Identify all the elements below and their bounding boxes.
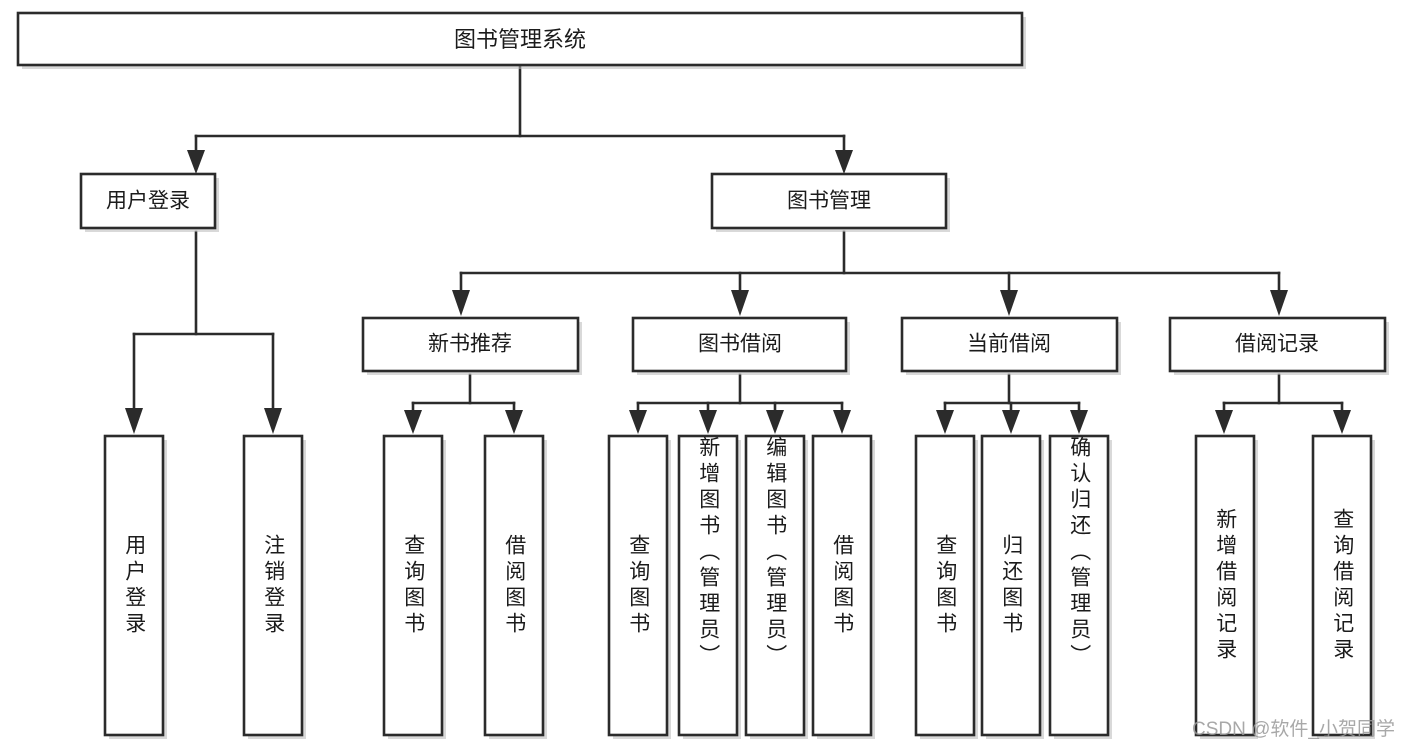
- node-user-login-rect: [79, 172, 217, 230]
- leaf-bb-1-rect[interactable]: [607, 434, 669, 737]
- arrow-br-leaf-1: [1215, 410, 1233, 434]
- node-bb-label: 图书借阅: [698, 333, 782, 356]
- arrow-br-leaf-2: [1333, 410, 1351, 434]
- arrow-nb-leaf-2: [505, 410, 523, 434]
- leaf-bb-4-rect[interactable]: [811, 434, 873, 737]
- node-root-rect: [16, 11, 1024, 67]
- connector-borrow-record-to-leaves: [1215, 373, 1351, 434]
- node-br-label: 借阅记录: [1235, 333, 1319, 356]
- connector-current-borrow-to-leaves: [936, 373, 1088, 434]
- leaf-group-new-book-recommend: [382, 434, 547, 739]
- node-user-login-label: 用户登录: [106, 190, 190, 213]
- leaf-cb-3-rect[interactable]: [1048, 434, 1110, 737]
- arrow-to-new-book: [452, 290, 470, 316]
- arrow-bb-leaf-3: [766, 410, 784, 434]
- node-new-book-recommend[interactable]: 新书推荐: [361, 316, 582, 375]
- connector-root-to-level2: [187, 64, 853, 174]
- connector-book-manage-to-level3: [452, 230, 1288, 316]
- node-nb-rect: [361, 316, 580, 373]
- arrow-bb-leaf-1: [629, 410, 647, 434]
- node-br-rect: [1168, 316, 1387, 373]
- node-current-borrow[interactable]: 当前借阅: [900, 316, 1121, 375]
- leaf-cb-2-rect[interactable]: [980, 434, 1042, 737]
- connector-user-login-to-leaves: [125, 230, 282, 434]
- leaf-user-login-rect[interactable]: [103, 434, 165, 737]
- node-bb-rect: [631, 316, 848, 373]
- node-root-label: 图书管理系统: [454, 27, 586, 52]
- leaf-cb-1-rect[interactable]: [914, 434, 976, 737]
- arrow-to-user-login: [187, 150, 205, 174]
- leaf-bb-3-rect[interactable]: [744, 434, 806, 737]
- node-cb-rect: [900, 316, 1119, 373]
- arrow-nb-leaf-1: [404, 410, 422, 434]
- arrow-bb-leaf-4: [833, 410, 851, 434]
- node-borrow-record[interactable]: 借阅记录: [1168, 316, 1389, 375]
- leaf-group-borrow-record: [1194, 434, 1375, 739]
- leaf-nb-1-rect[interactable]: [382, 434, 444, 737]
- node-book-manage-rect: [710, 172, 948, 230]
- arrow-to-book-manage: [835, 150, 853, 174]
- arrow-to-borrow-record: [1270, 290, 1288, 316]
- node-cb-label: 当前借阅: [967, 333, 1051, 356]
- node-nb-label: 新书推荐: [428, 333, 512, 356]
- arrow-cb-leaf-3: [1070, 410, 1088, 434]
- arrow-to-current-borrow: [1000, 290, 1018, 316]
- node-book-manage-label: 图书管理: [787, 190, 871, 213]
- leaf-group-user-login: [103, 434, 306, 739]
- connector-book-borrow-to-leaves: [629, 373, 851, 434]
- leaf-group-book-borrow: [607, 434, 875, 739]
- arrow-cb-leaf-1: [936, 410, 954, 434]
- leaf-logout-rect[interactable]: [242, 434, 304, 737]
- leaf-nb-2-rect[interactable]: [483, 434, 545, 737]
- node-root-system[interactable]: 图书管理系统: [16, 11, 1026, 69]
- arrow-to-book-borrow: [731, 290, 749, 316]
- leaf-br-1-rect[interactable]: [1194, 434, 1256, 737]
- arrow-bb-leaf-2: [699, 410, 717, 434]
- arrow-to-leaf-user-login: [125, 408, 143, 434]
- leaf-bb-2-rect[interactable]: [677, 434, 739, 737]
- arrow-to-leaf-logout: [264, 408, 282, 434]
- leaf-br-2-rect[interactable]: [1311, 434, 1373, 737]
- node-book-borrow[interactable]: 图书借阅: [631, 316, 850, 375]
- node-book-manage[interactable]: 图书管理: [710, 172, 950, 232]
- arrow-cb-leaf-2: [1002, 410, 1020, 434]
- connector-new-book-to-leaves: [404, 373, 523, 434]
- leaf-group-current-borrow: [914, 434, 1112, 739]
- node-user-login[interactable]: 用户登录: [79, 172, 219, 232]
